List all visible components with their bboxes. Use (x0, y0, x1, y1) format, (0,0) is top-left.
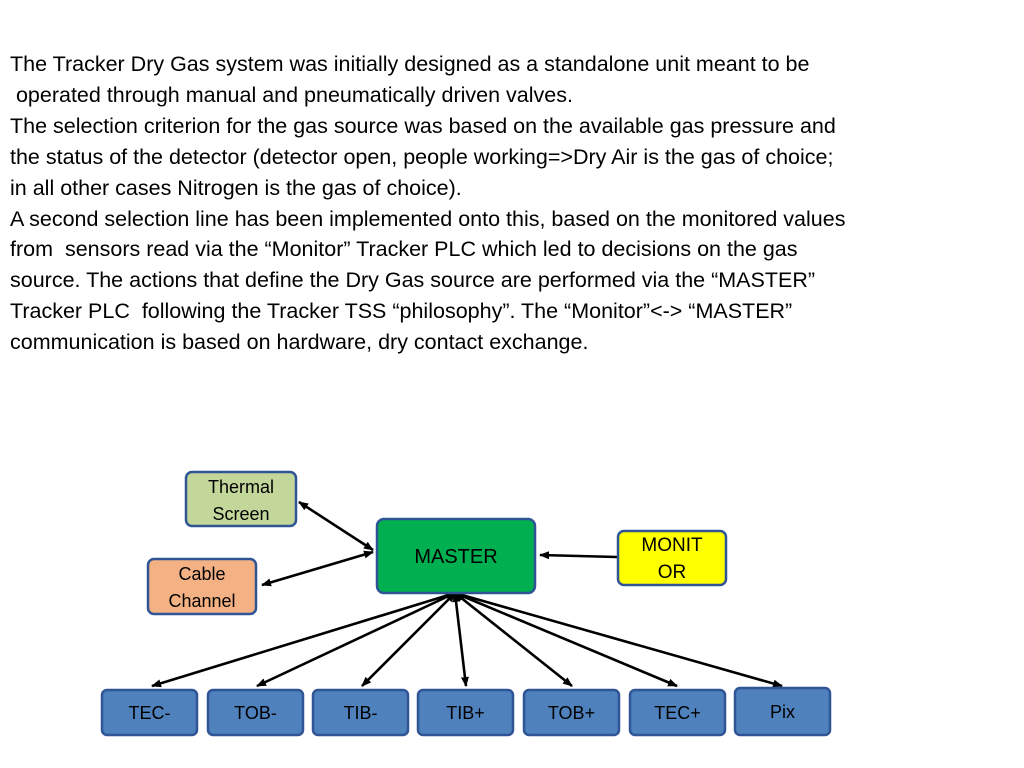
text-line: operated through manual and pneumaticall… (10, 82, 573, 107)
arrow-master-pix (454, 591, 783, 688)
thermal-screen-label-line2: Screen (212, 504, 269, 524)
text-line: from sensors read via the “Monitor” Trac… (10, 237, 798, 262)
arrow-thermal-master (298, 500, 374, 552)
arrow-master-tec-plus (454, 591, 678, 688)
arrow-master-tob-plus (454, 591, 573, 688)
detector-box-tec-minus: TEC- (100, 688, 199, 737)
master-box: MASTER (375, 517, 537, 595)
detector-label-tec-plus: TEC+ (654, 703, 701, 723)
text-line: A second selection line has been impleme… (10, 206, 846, 231)
detector-label-tob-plus: TOB+ (548, 703, 595, 723)
text-line: in all other cases Nitrogen is the gas o… (10, 175, 462, 200)
detector-label-tob-minus: TOB- (234, 703, 277, 723)
master-label: MASTER (414, 546, 497, 568)
detector-label-tec-minus: TEC- (129, 703, 171, 723)
detector-box-tob-plus: TOB+ (522, 688, 621, 737)
arrow-cable-master (261, 550, 374, 587)
arrow-master-tib-minus (361, 592, 456, 687)
detector-box-tib-plus: TIB+ (416, 688, 515, 737)
cable-channel-label-line2: Channel (168, 591, 235, 611)
detector-box-pix: Pix (733, 686, 832, 737)
detector-label-tib-minus: TIB- (344, 703, 378, 723)
monitor-label-line2: OR (658, 562, 687, 583)
detector-box-tob-minus: TOB- (206, 688, 305, 737)
cable-channel-label-line1: Cable (178, 564, 225, 584)
arrow-monitor-master (539, 551, 618, 560)
text-line: Tracker PLC following the Tracker TSS “p… (10, 299, 793, 324)
arrow-master-tib-plus (452, 592, 469, 687)
thermal-screen-box: Thermal Screen (184, 470, 298, 528)
detector-box-tec-plus: TEC+ (628, 688, 727, 737)
description-text: The Tracker Dry Gas system was initially… (10, 49, 1014, 358)
monitor-box: MONIT OR (616, 529, 728, 587)
thermal-screen-label-line1: Thermal (208, 477, 274, 497)
text-line: The Tracker Dry Gas system was initially… (10, 52, 810, 76)
detector-label-pix: Pix (770, 702, 795, 722)
cable-channel-box: Cable Channel (146, 557, 258, 616)
detector-box-tib-minus: TIB- (311, 688, 410, 737)
text-line: communication is based on hardware, dry … (10, 330, 589, 355)
text-line: source. The actions that define the Dry … (10, 268, 816, 293)
monitor-label-line1: MONIT (641, 535, 703, 556)
arrow-master-tob-minus (256, 591, 456, 688)
detector-label-tib-plus: TIB+ (446, 703, 485, 723)
text-line: the status of the detector (detector ope… (10, 144, 834, 169)
text-line: The selection criterion for the gas sour… (10, 113, 836, 138)
